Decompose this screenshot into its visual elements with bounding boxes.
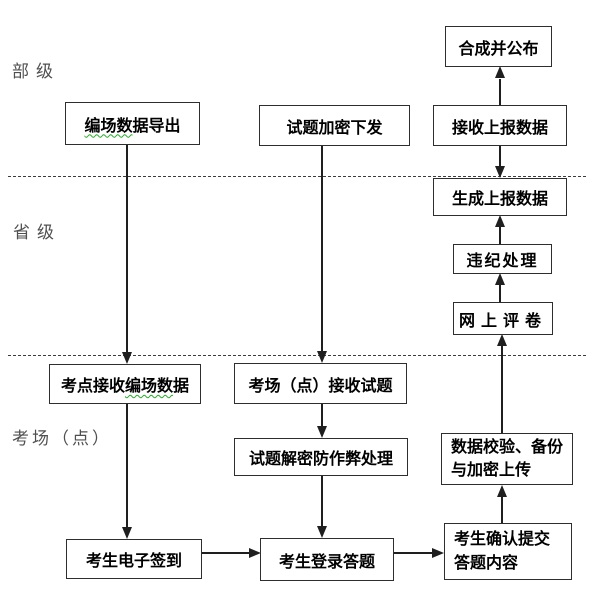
arrowhead-receive-papers-to-decrypt: [317, 426, 327, 438]
node-confirm-submit-line1: 考生确认提交: [454, 531, 551, 549]
arrowhead-receive-to-generate: [495, 166, 505, 178]
node-verify-backup-upload-line2: 与加密上传: [451, 462, 532, 479]
node-site-receive-field-data-rest-text: 据: [173, 378, 190, 395]
arrowhead-marking-to-violation: [495, 273, 505, 285]
node-export-field-data-marked-text: 编场数: [84, 117, 133, 135]
arrow-line-receive-to-publish: [499, 79, 501, 105]
node-confirm-submit: 考生确认提交 答题内容: [444, 523, 572, 580]
node-confirm-submit-line2: 答题内容: [454, 554, 519, 572]
divider-province-site: [8, 355, 586, 356]
arrowhead-decrypt-to-login: [317, 526, 327, 538]
node-decrypt-anticheat: 试题解密防作弊处理: [234, 438, 408, 476]
arrowhead-receive-to-publish: [495, 66, 505, 78]
level-label-exam-site: 考场（点）: [12, 429, 112, 448]
arrowhead-site-receive-to-esign: [122, 527, 132, 539]
arrow-line-marking-to-violation: [499, 284, 501, 302]
node-receive-report-data: 接收上报数据: [433, 105, 567, 146]
node-export-field-data-rest-text: 据导出: [132, 117, 181, 135]
arrow-line-login-to-confirm: [392, 552, 433, 554]
node-verify-backup-upload-line1: 数据校验、备份: [451, 438, 564, 456]
arrow-line-confirm-to-verify: [501, 496, 503, 523]
node-online-marking: 网上评卷: [453, 302, 553, 335]
node-merge-publish: 合成并公布: [445, 26, 552, 67]
arrowhead-esign-to-login: [249, 548, 261, 558]
node-site-receive-papers: 考场（点）接收试题: [234, 363, 407, 404]
node-verify-backup-upload: 数据校验、备份 与加密上传: [441, 433, 573, 485]
node-encrypt-distribute: 试题加密下发: [259, 105, 410, 146]
arrowhead-violation-to-generate: [495, 215, 505, 227]
arrow-line-verify-to-marking: [501, 345, 503, 433]
node-site-receive-field-data-pre-text: 考点接收: [60, 378, 125, 395]
arrow-line-receive-papers-to-decrypt: [321, 402, 323, 427]
node-login-answer: 考生登录答题: [260, 538, 394, 581]
arrowhead-confirm-to-verify: [497, 485, 507, 497]
arrowhead-login-to-confirm: [432, 548, 444, 558]
node-site-receive-field-data-marked-text: 编场数: [124, 378, 173, 395]
level-label-province: 省级: [13, 223, 61, 242]
arrowhead-distribute-to-receive-papers: [317, 351, 327, 363]
node-esign-in: 考生电子签到: [66, 539, 202, 579]
arrow-line-receive-to-generate: [499, 144, 501, 167]
arrow-line-distribute-to-receive-papers: [321, 144, 323, 352]
arrow-line-export-to-site-receive: [126, 143, 128, 353]
level-label-ministry: 部级: [12, 62, 60, 81]
node-generate-report-data: 生成上报数据: [433, 178, 567, 216]
node-export-field-data: 编场数据导出: [65, 102, 200, 145]
arrow-line-decrypt-to-login: [321, 474, 323, 527]
arrow-line-violation-to-generate: [499, 226, 501, 244]
node-violation-handling: 违纪处理: [453, 244, 552, 274]
arrow-line-site-receive-to-esign: [126, 402, 128, 527]
arrowhead-export-to-site-receive: [122, 352, 132, 364]
arrowhead-verify-to-marking: [497, 334, 507, 346]
arrow-line-esign-to-login: [200, 552, 250, 554]
node-site-receive-field-data: 考点接收编场数据: [49, 364, 201, 404]
divider-ministry-province: [8, 176, 586, 177]
